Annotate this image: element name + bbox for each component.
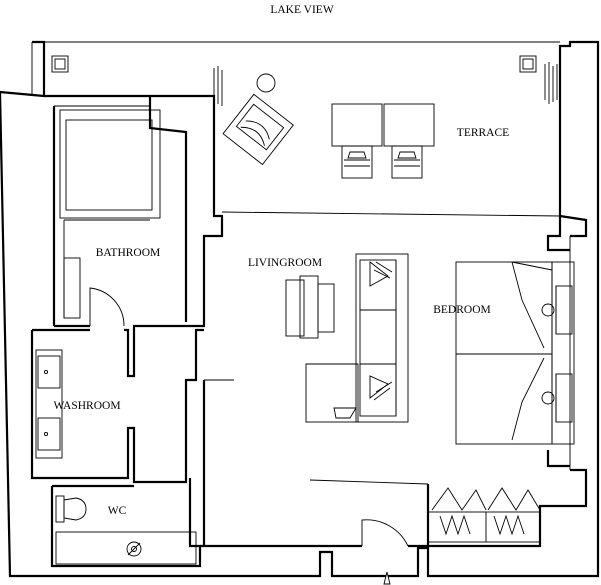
sun-loungers — [331, 103, 435, 179]
terrace-label: TERRACE — [457, 127, 509, 139]
planter-right — [544, 62, 558, 104]
lake-view-label: LAKE VIEW — [270, 4, 333, 16]
terrace-furniture — [51, 55, 558, 179]
outer-walls — [0, 40, 600, 578]
washroom-label: WASHROOM — [53, 400, 120, 412]
bathroom-shelf — [63, 257, 81, 319]
lounge-chair — [222, 93, 294, 166]
interior-walls — [30, 94, 570, 568]
bed — [455, 261, 575, 445]
side-table — [256, 73, 276, 93]
shower-tray — [55, 531, 197, 565]
planter-left — [213, 66, 223, 108]
vanity — [35, 349, 63, 459]
wardrobe — [427, 487, 541, 543]
bedroom-label: BEDROOM — [433, 304, 491, 316]
toilet — [55, 495, 87, 523]
wc-label: WC — [108, 505, 127, 517]
sofa — [305, 253, 409, 423]
bathroom-label: BATHROOM — [96, 247, 161, 259]
floor-drain — [126, 541, 142, 557]
entry-arrow-icon — [383, 571, 391, 585]
coffee-table — [285, 275, 335, 339]
livingroom-label: LIVINGROOM — [248, 257, 322, 269]
bathtub — [59, 109, 161, 219]
